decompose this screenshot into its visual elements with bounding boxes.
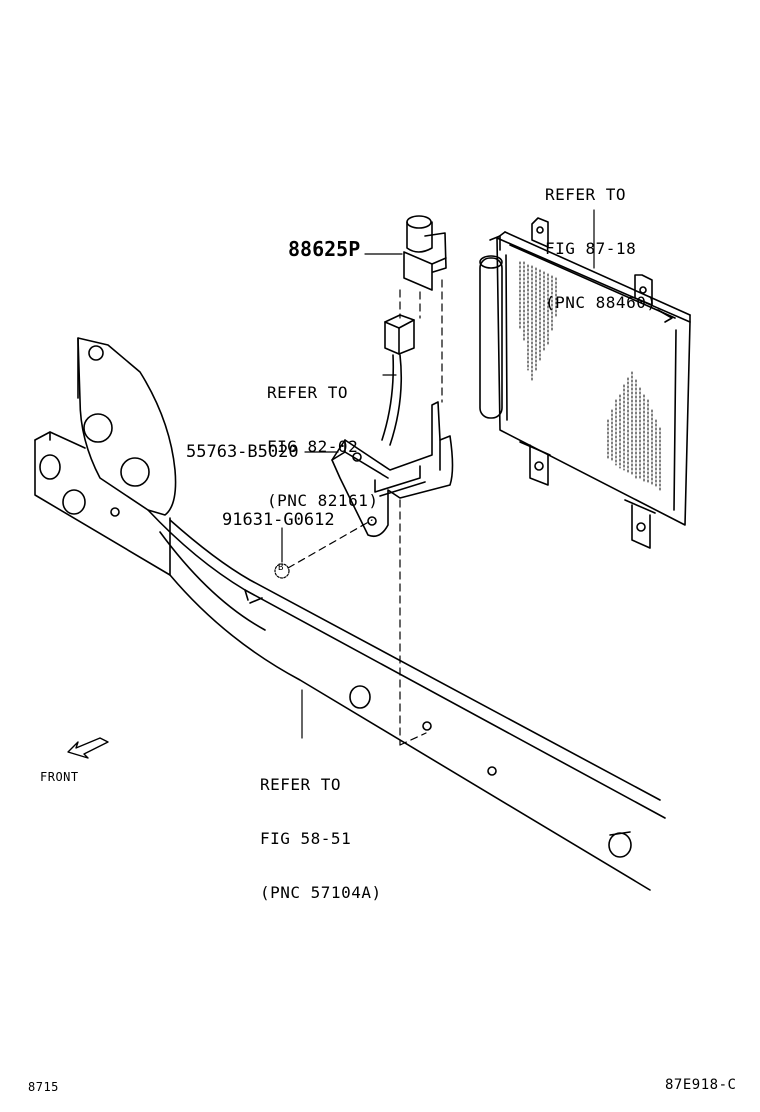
bolt-marker-label: B xyxy=(278,563,284,573)
bracket xyxy=(331,401,454,538)
front-label: FRONT xyxy=(40,770,79,784)
condenser xyxy=(479,217,691,549)
ref-condenser-line3: (PNC 88460) xyxy=(545,293,657,312)
leader-lines xyxy=(281,209,595,739)
ref-harness-line1: REFER TO xyxy=(267,383,349,402)
ref-condenser: REFER TO FIG 87-18 (PNC 88460) xyxy=(545,150,656,330)
ref-condenser-line1: REFER TO xyxy=(545,185,627,204)
ref-frame-line2: FIG 58-51 xyxy=(260,829,352,848)
part-sensor-label: 88625P xyxy=(288,237,361,261)
front-arrow-icon xyxy=(67,737,109,759)
harness-connector xyxy=(381,314,415,446)
bolt-marker-circle xyxy=(274,563,290,579)
footer-right-code: 87E918-C xyxy=(665,1077,737,1093)
pressure-sensor xyxy=(403,215,447,291)
part-bracket-label: 55763-B5020 xyxy=(186,442,299,462)
ref-frame-line1: REFER TO xyxy=(260,775,342,794)
ref-frame-line3: (PNC 57104A) xyxy=(260,883,382,902)
frame-cross-member xyxy=(34,337,666,891)
condenser-fins xyxy=(519,261,661,491)
ref-frame: REFER TO FIG 58-51 (PNC 57104A) xyxy=(260,740,382,920)
assembly-lines xyxy=(287,279,443,746)
part-bolt-label: 91631-G0612 xyxy=(222,510,335,530)
ref-harness-line2: FIG 82-02 xyxy=(267,437,359,456)
footer-left-code: 8715 xyxy=(28,1080,59,1094)
ref-harness: REFER TO FIG 82-02 (PNC 82161) xyxy=(267,348,378,528)
ref-harness-line3: (PNC 82161) xyxy=(267,491,379,510)
ref-condenser-line2: FIG 87-18 xyxy=(545,239,637,258)
